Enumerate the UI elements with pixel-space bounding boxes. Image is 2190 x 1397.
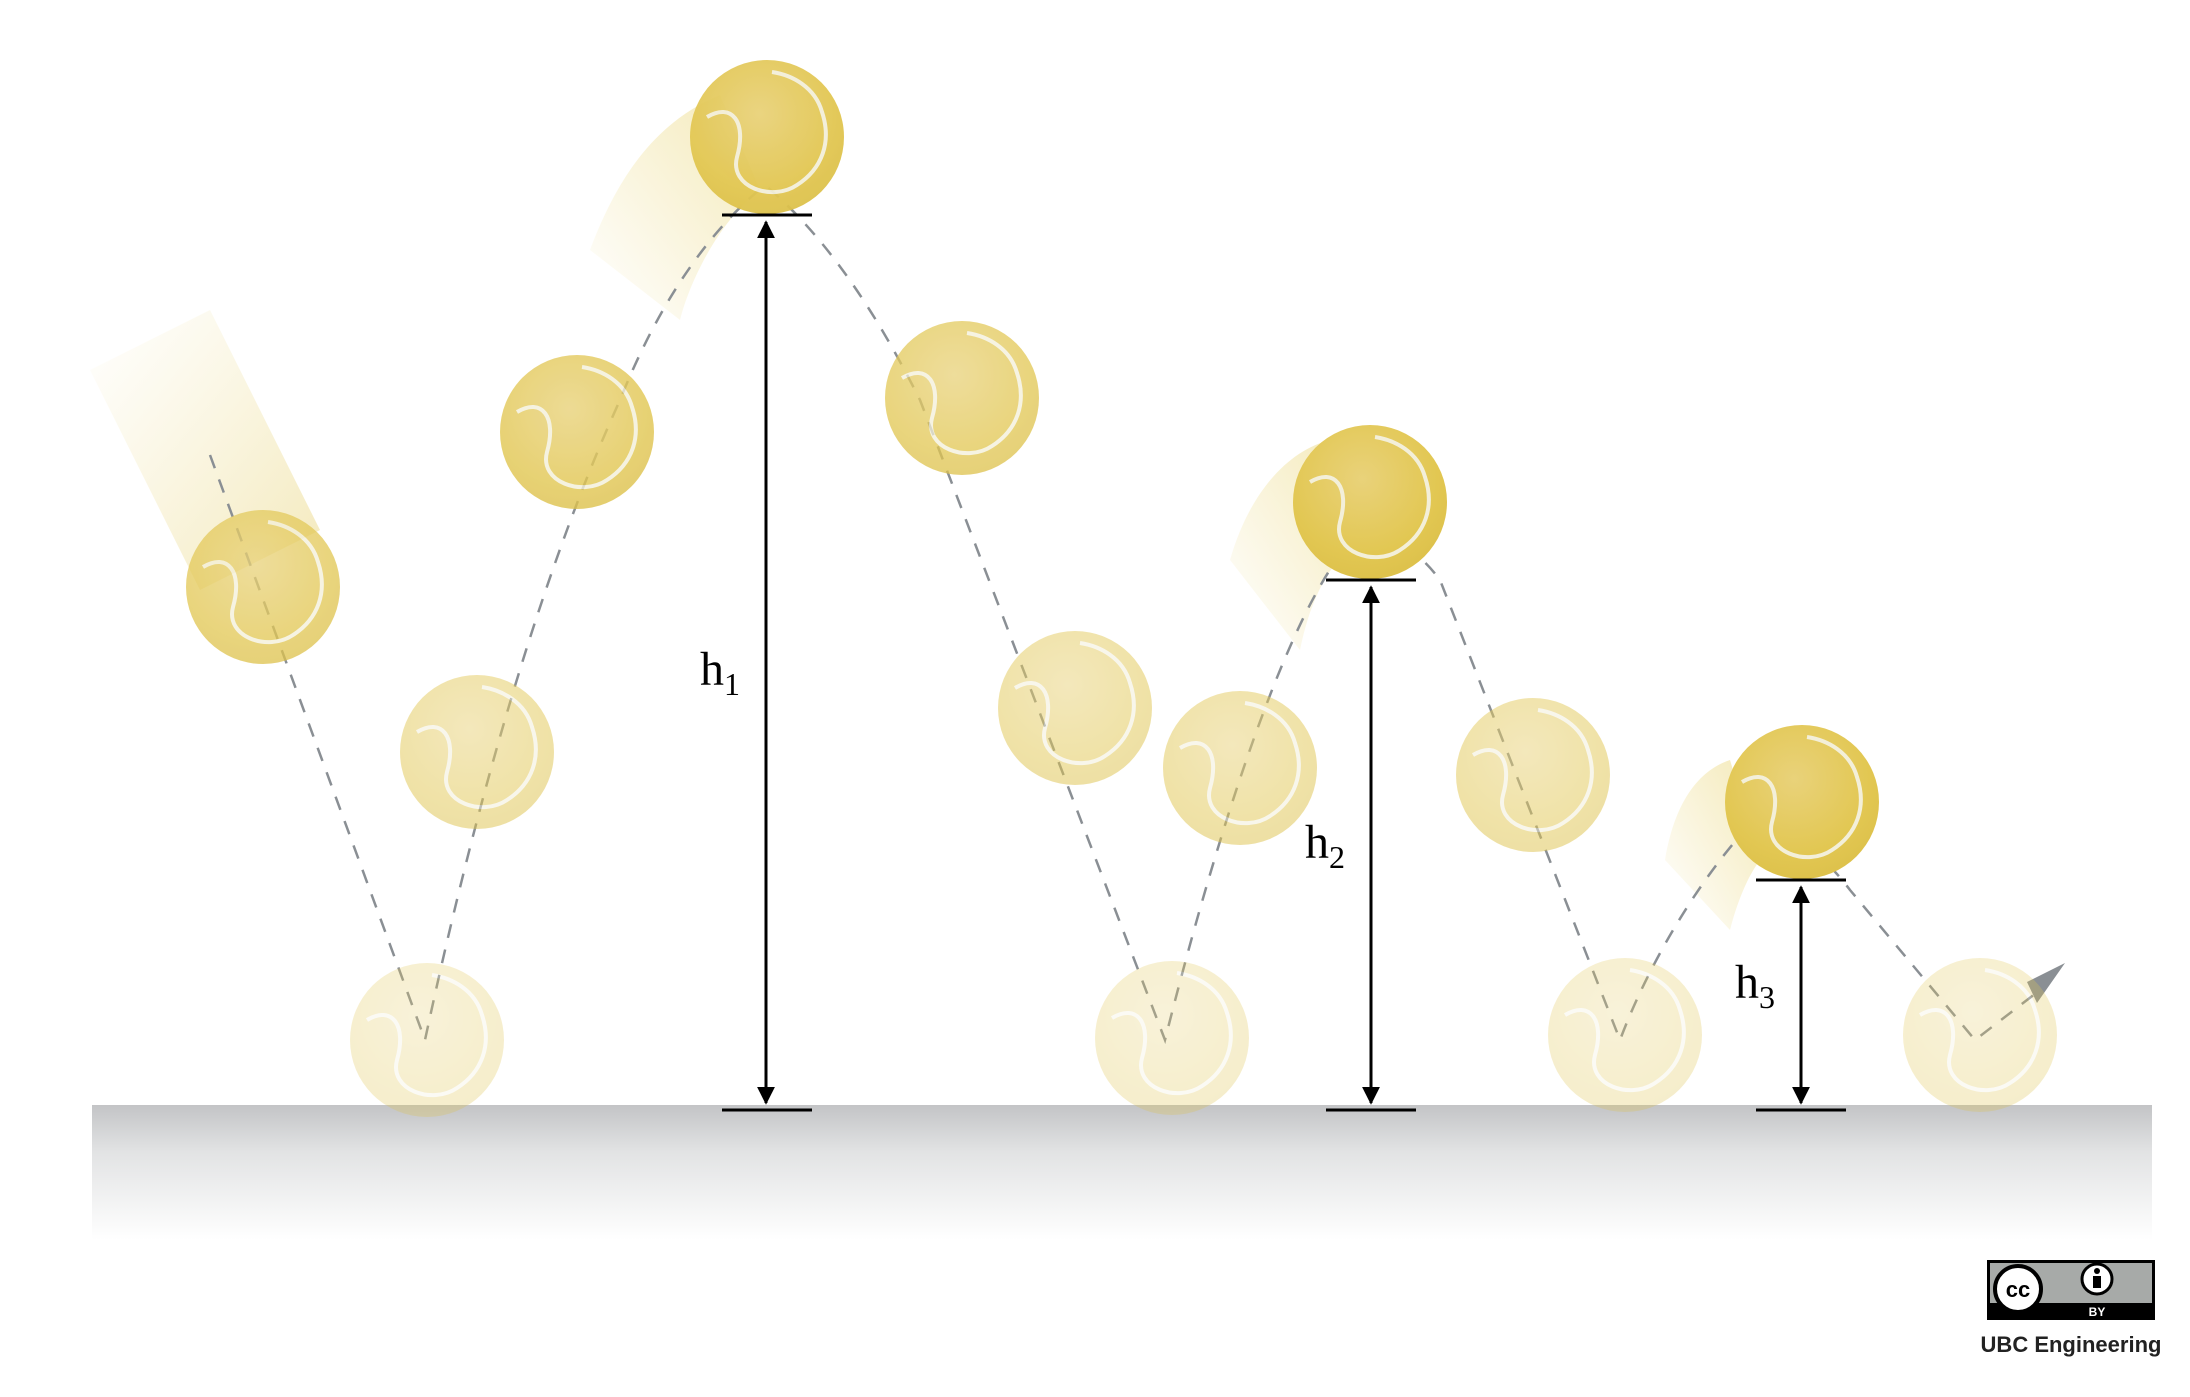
tennis-ball-icon (1454, 696, 1612, 854)
tennis-ball-icon (1093, 959, 1251, 1117)
creative-commons-icon (1993, 1264, 2043, 1314)
institution-credit: UBC Engineering (1981, 1332, 2162, 1357)
tennis-ball-icon (1723, 723, 1881, 881)
tennis-ball-icon (498, 353, 656, 511)
tennis-ball-icon (184, 508, 342, 666)
h3-label: h3 (1735, 956, 1775, 1015)
tennis-ball-icon (996, 629, 1154, 787)
cc-icon-text: cc (2006, 1277, 2030, 1302)
by-label: BY (2089, 1305, 2106, 1319)
h1-label: h1 (700, 643, 740, 702)
tennis-ball-icon (883, 319, 1041, 477)
trajectory-path (208, 183, 2041, 1045)
ground (92, 1105, 2152, 1240)
cc-by-badge: cc BY (1987, 1260, 2155, 1320)
ball-positions (184, 58, 2059, 1119)
h2-label: h2 (1305, 816, 1345, 875)
tennis-ball-icon (1546, 956, 1704, 1114)
tennis-ball-icon (1291, 423, 1449, 581)
tennis-ball-icon (398, 673, 556, 831)
tennis-ball-icon (688, 58, 846, 216)
tennis-ball-icon (1901, 956, 2059, 1114)
tennis-ball-icon (348, 961, 506, 1119)
height-markers (722, 213, 1846, 1112)
tennis-ball-icon (1161, 689, 1319, 847)
